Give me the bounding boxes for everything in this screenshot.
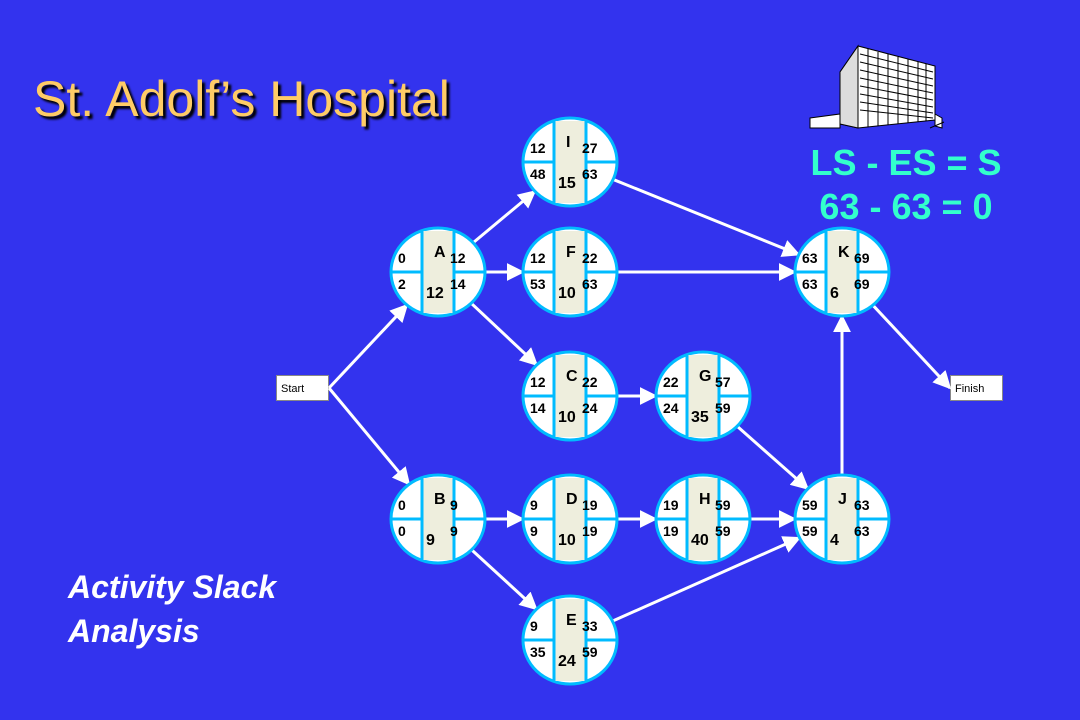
node-A-lf: 14: [450, 276, 466, 292]
node-H-duration: 40: [691, 532, 709, 549]
node-A-duration: 12: [426, 285, 444, 302]
node-H-ls: 19: [663, 523, 679, 539]
node-K-ls: 63: [802, 276, 818, 292]
arrow-K-Finish: [871, 304, 952, 390]
node-F-ef: 22: [582, 250, 598, 266]
activity-node-A: A 0 12 2 14 12: [389, 226, 487, 318]
node-K-lf: 69: [854, 276, 870, 292]
node-D-ef: 19: [582, 497, 598, 513]
arrow-B-E: [470, 548, 538, 611]
node-C-lf: 24: [582, 400, 598, 416]
node-K-ef: 69: [854, 250, 870, 266]
node-I-label: I: [566, 134, 570, 151]
activity-node-C: C 12 22 14 24 10: [521, 350, 619, 442]
node-C-ls: 14: [530, 400, 546, 416]
node-A-ef: 12: [450, 250, 466, 266]
activity-node-F: F 12 22 53 63 10: [521, 226, 619, 318]
node-J-ef: 63: [854, 497, 870, 513]
node-E-ls: 35: [530, 644, 546, 660]
activity-node-D: D 9 19 9 19 10: [521, 473, 619, 565]
node-F-duration: 10: [558, 285, 576, 302]
node-D-ls: 9: [530, 523, 538, 539]
node-G-ef: 57: [715, 374, 731, 390]
node-F-ls: 53: [530, 276, 546, 292]
node-I-duration: 15: [558, 175, 576, 192]
node-G-label: G: [699, 368, 711, 385]
node-G-es: 22: [663, 374, 679, 390]
arrow-Start-A: [327, 303, 409, 390]
activity-node-I: I 12 27 48 63 15: [521, 116, 619, 208]
node-G-ls: 24: [663, 400, 679, 416]
arrow-A-I: [472, 190, 537, 244]
start-box: Start: [276, 375, 329, 401]
node-C-duration: 10: [558, 409, 576, 426]
page-title: St. Adolf’s Hospital: [33, 71, 450, 127]
node-E-duration: 24: [558, 653, 576, 670]
node-J-es: 59: [802, 497, 818, 513]
node-D-es: 9: [530, 497, 538, 513]
node-I-ls: 48: [530, 166, 546, 182]
node-J-ls: 59: [802, 523, 818, 539]
node-A-ls: 2: [398, 276, 406, 292]
node-D-lf: 19: [582, 523, 598, 539]
node-C-label: C: [566, 368, 578, 385]
node-C-es: 12: [530, 374, 546, 390]
node-H-ef: 59: [715, 497, 731, 513]
subtitle: Activity Slack Analysis: [68, 569, 277, 649]
node-I-es: 12: [530, 140, 546, 156]
node-E-es: 9: [530, 618, 538, 634]
node-C-ef: 22: [582, 374, 598, 390]
node-G-lf: 59: [715, 400, 731, 416]
activity-node-G: G 22 57 24 59 35: [654, 350, 752, 442]
node-H-lf: 59: [715, 523, 731, 539]
node-K-es: 63: [802, 250, 818, 266]
finish-box: Finish: [950, 375, 1003, 401]
node-G-duration: 35: [691, 409, 709, 426]
node-F-lf: 63: [582, 276, 598, 292]
node-F-label: F: [566, 244, 576, 261]
node-B-ls: 0: [398, 523, 406, 539]
node-B-es: 0: [398, 497, 406, 513]
node-I-ef: 27: [582, 140, 598, 156]
activity-node-K: K 63 69 63 69 6: [793, 226, 891, 318]
node-F-es: 12: [530, 250, 546, 266]
node-J-duration: 4: [830, 532, 839, 549]
arrow-A-C: [470, 302, 539, 367]
slack-calculation: 63 - 63 = 0: [819, 186, 993, 227]
arrow-G-J: [736, 425, 810, 490]
arrow-I-K: [612, 178, 801, 257]
arrow-E-J: [611, 536, 802, 623]
node-K-label: K: [838, 244, 850, 261]
node-J-label: J: [838, 491, 847, 508]
node-K-duration: 6: [830, 285, 839, 302]
activity-node-E: E 9 33 35 59 24: [521, 594, 619, 686]
node-E-ef: 33: [582, 618, 598, 634]
activity-node-H: H 19 59 19 59 40: [654, 473, 752, 565]
node-A-label: A: [434, 244, 446, 261]
slack-formula: LS - ES = S: [810, 142, 1002, 183]
node-D-label: D: [566, 491, 578, 508]
activity-node-J: J 59 63 59 63 4: [793, 473, 891, 565]
node-A-es: 0: [398, 250, 406, 266]
node-H-es: 19: [663, 497, 679, 513]
node-D-duration: 10: [558, 532, 576, 549]
node-I-lf: 63: [582, 166, 598, 182]
node-E-lf: 59: [582, 644, 598, 660]
node-B-label: B: [434, 491, 446, 508]
arrow-Start-B: [327, 387, 411, 486]
node-J-lf: 63: [854, 523, 870, 539]
node-B-duration: 9: [426, 532, 435, 549]
node-B-lf: 9: [450, 523, 458, 539]
node-H-label: H: [699, 491, 711, 508]
node-E-label: E: [566, 612, 577, 629]
node-B-ef: 9: [450, 497, 458, 513]
